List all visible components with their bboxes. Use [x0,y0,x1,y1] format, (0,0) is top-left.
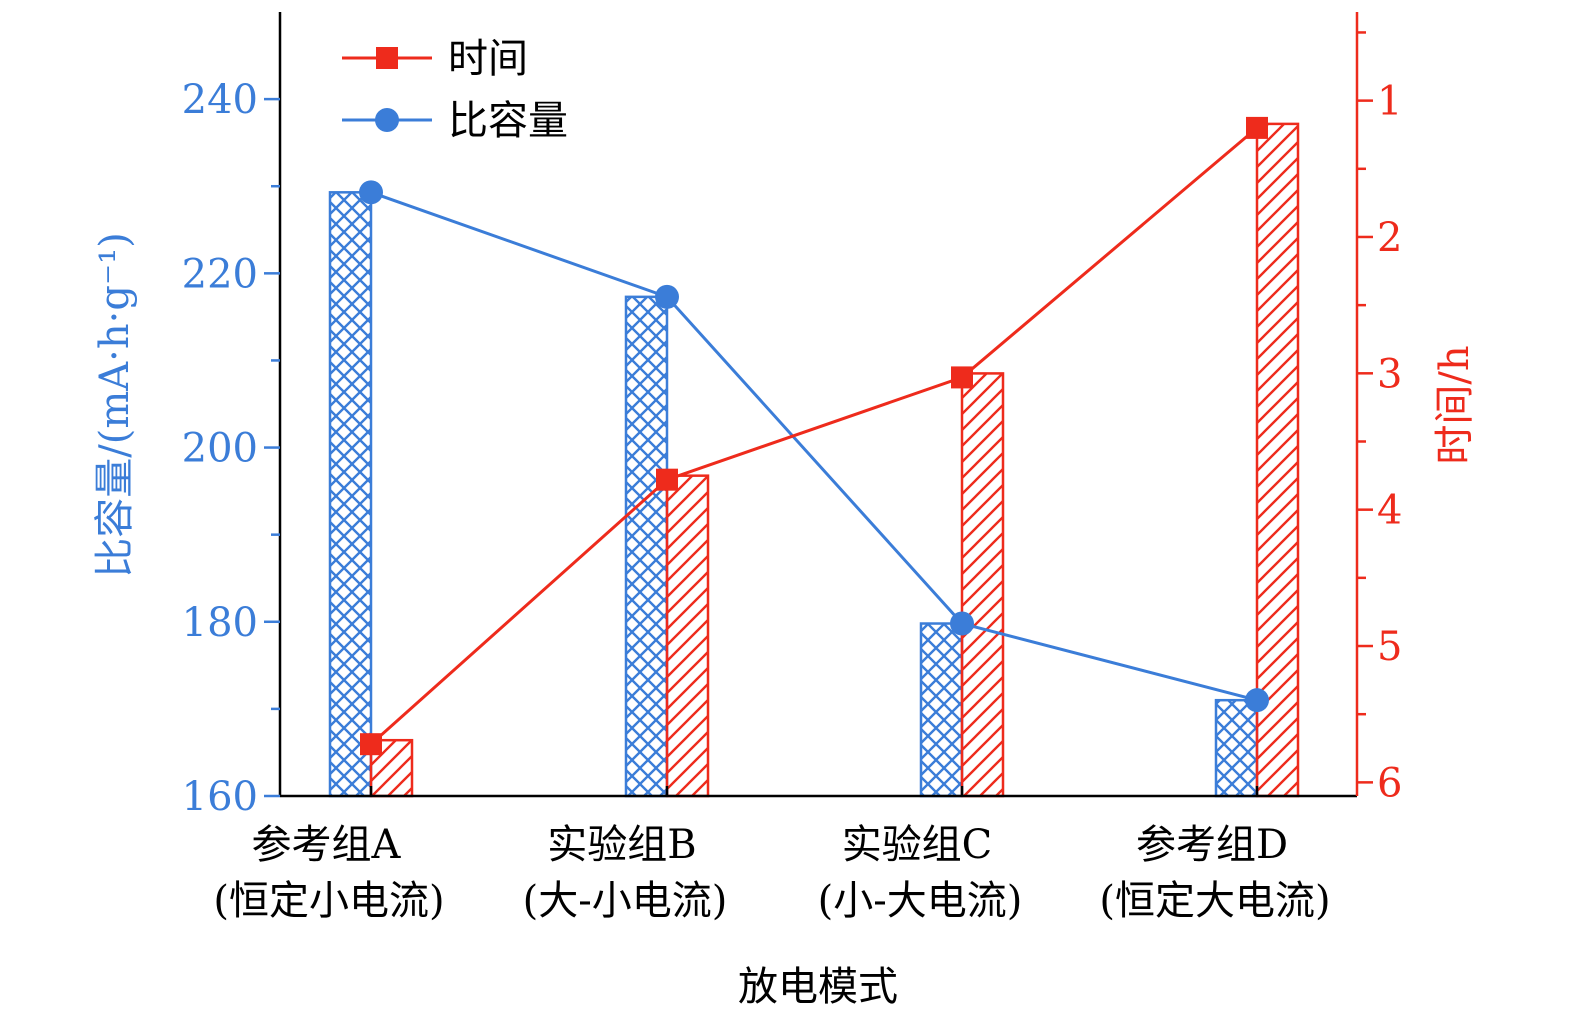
bar-capacity-2 [624,295,669,798]
right-tick-label: 6 [1377,760,1402,806]
legend-label-1: 时间 [448,36,528,82]
category-sublabel-2: (大-小电流) [523,878,728,924]
legend-label-2: 比容量 [448,98,568,144]
category-sublabel-1: (恒定小电流) [213,878,444,924]
left-tick-label: 220 [182,251,258,297]
bar-time-2 [665,474,710,798]
capacity-point-3 [950,611,974,636]
time-point-2 [656,468,678,491]
legend-marker-1 [376,47,398,69]
category-label-3: 实验组C [842,822,993,868]
right-tick-label: 1 [1377,79,1402,125]
left-tick-label: 240 [182,77,258,123]
left-tick-label: 180 [182,600,258,646]
category-label-4: 参考组D [1136,822,1288,868]
left-axis-title: 比容量/(mA·h·g⁻¹) [92,232,138,577]
right-axis-title: 时间/h [1432,345,1478,464]
left-tick-label: 160 [182,774,258,820]
category-label-1: 参考组A [252,822,402,868]
right-tick-label: 4 [1377,488,1402,534]
right-tick-label: 3 [1377,351,1402,397]
time-point-4 [1246,116,1268,139]
time-line [370,126,1258,746]
bar-time-4 [1255,122,1300,798]
capacity-point-1 [359,180,383,205]
axes-layer: 160 180 200 220 240 1 2 3 4 5 6 参考组A (恒定小电流) 实验组B (大-小… [182,12,1402,924]
bar-time-3 [960,372,1005,798]
bars-layer [328,122,1300,798]
bar-capacity-1 [328,191,373,798]
lines-layer [359,116,1269,756]
category-label-2: 实验组B [547,822,696,868]
bar-capacity-3 [919,622,964,798]
bar-capacity-4 [1214,698,1259,798]
right-tick-label: 2 [1377,215,1402,261]
category-sublabel-3: (小-大电流) [818,878,1023,924]
capacity-point-2 [655,284,679,309]
right-tick-label: 5 [1377,624,1402,670]
time-point-1 [360,733,382,756]
capacity-point-4 [1245,688,1269,713]
x-axis-title: 放电模式 [738,964,898,1010]
capacity-line [370,190,1258,702]
legend-marker-2 [375,108,399,132]
time-point-3 [951,366,973,389]
left-tick-label: 200 [182,426,258,472]
category-sublabel-4: (恒定大电流) [1099,878,1330,924]
